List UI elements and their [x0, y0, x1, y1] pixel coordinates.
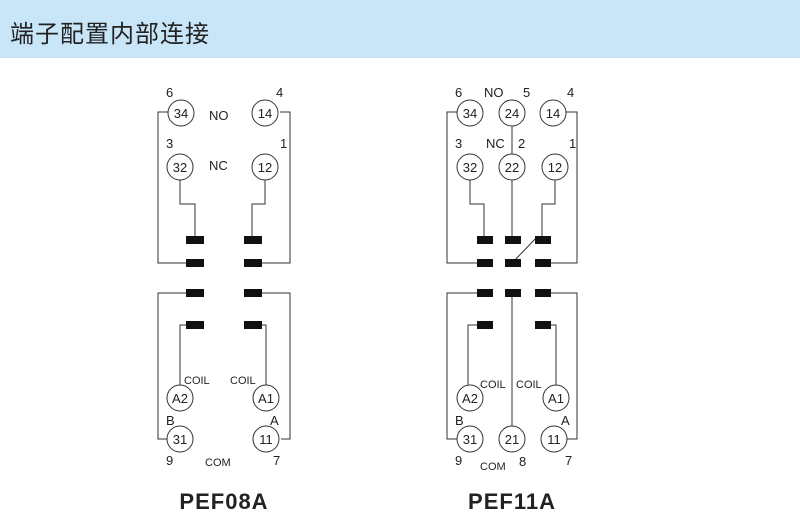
pef08a-terminal-12-label: 12: [258, 160, 272, 175]
pef11a-pin-number-4: 4: [567, 85, 574, 100]
pef08a-com-label: COM: [205, 457, 231, 469]
pef08a-terminal-a2-label: A2: [172, 391, 188, 406]
pef08a-pin-number-9: 9: [166, 453, 173, 468]
pef08a-terminal-a2: [166, 384, 194, 412]
pef11a-terminal-24-label: 24: [505, 106, 519, 121]
pef11a-coil-label-right: COIL: [516, 379, 542, 391]
section-title: 端子配置内部连接: [10, 20, 210, 48]
pef11a-terminal-34: [456, 99, 484, 127]
pef11a-pin-number-7: 7: [565, 453, 572, 468]
pef11a-letter-a: A: [561, 413, 570, 428]
pef08a-letter-a: A: [270, 413, 279, 428]
pef11a-nc-label: NC: [486, 136, 505, 151]
pef08a-terminal-31-label: 31: [173, 432, 187, 447]
pef08a-terminal-12: [251, 153, 279, 181]
section-header: 端子配置内部连接: [0, 0, 800, 58]
pef11a-pin-number-3: 3: [455, 136, 462, 151]
pef11a-terminal-21: [498, 425, 526, 453]
pef08a-model-name: PEF08A: [179, 489, 268, 514]
pef08a-coil-label-left: COIL: [184, 375, 210, 387]
pef11a-terminal-11: [540, 425, 568, 453]
pef08a-pin-number-7: 7: [273, 453, 280, 468]
pef08a-nc-label: NC: [209, 158, 228, 173]
pef11a-terminal-a2-label: A2: [462, 391, 478, 406]
pef11a-coil-label-left: COIL: [480, 379, 506, 391]
pef08a-pin-number-6: 6: [166, 85, 173, 100]
pef08a-terminal-32: [166, 153, 194, 181]
pef11a-terminal-32: [456, 153, 484, 181]
pef08a-terminal-a1-label: A1: [258, 391, 274, 406]
pef08a-terminal-34: [167, 99, 195, 127]
pef11a-pin-number-2: 2: [518, 136, 525, 151]
pef08a-terminal-11-label: 11: [259, 432, 273, 447]
pef11a-terminal-22-label: 22: [505, 160, 519, 175]
pef11a-terminal-12-label: 12: [548, 160, 562, 175]
pef11a-pin-number-1: 1: [569, 136, 576, 151]
pef11a-terminal-31-label: 31: [463, 432, 477, 447]
pef11a-terminal-34-label: 34: [463, 106, 477, 121]
pef11a-no-label: NO: [484, 85, 504, 100]
pef11a-terminal-a1-label: A1: [548, 391, 564, 406]
pef11a-diagram: 34 24 14 32 22 12 A2 A1 31 21 11 6 NO 5 …: [446, 85, 578, 514]
pef11a-contact-blocks: [477, 236, 551, 329]
pef08a-pin-number-4: 4: [276, 85, 283, 100]
pef11a-letter-b: B: [455, 413, 464, 428]
pef11a-terminal-14: [539, 99, 567, 127]
pef11a-terminal-21-label: 21: [505, 432, 519, 447]
pef11a-terminal-14-label: 14: [546, 106, 560, 121]
pef08a-terminal-11: [252, 425, 280, 453]
pef11a-terminal-32-label: 32: [463, 160, 477, 175]
pef11a-terminal-24: [498, 99, 526, 127]
pef11a-wires: [446, 111, 578, 440]
pef11a-model-name: PEF11A: [468, 489, 556, 514]
pef08a-pin-number-1: 1: [280, 136, 287, 151]
pef11a-pin-number-9: 9: [455, 453, 462, 468]
pef11a-pin-number-5: 5: [523, 85, 530, 100]
pef11a-terminal-a1: [542, 384, 570, 412]
pef11a-terminal-22: [498, 153, 526, 181]
pef11a-terminal-11-label: 11: [547, 432, 561, 447]
pef08a-terminal-14-label: 14: [258, 106, 272, 121]
pef11a-terminal-31: [456, 425, 484, 453]
pef11a-pin-number-6: 6: [455, 85, 462, 100]
pef11a-terminal-12: [541, 153, 569, 181]
pef11a-com-label: COM: [480, 461, 506, 473]
pef08a-terminal-14: [251, 99, 279, 127]
pef11a-pin-number-8: 8: [519, 454, 526, 469]
pef08a-diagram: 34 14 32 12 A2 A1 31 11 6 4 NO 3 1 NC CO…: [157, 85, 291, 514]
pef08a-terminal-a1: [252, 384, 280, 412]
pef08a-no-label: NO: [209, 108, 229, 123]
pef11a-terminal-a2: [456, 384, 484, 412]
pef08a-coil-label-right: COIL: [230, 375, 256, 387]
pef08a-letter-b: B: [166, 413, 175, 428]
pef08a-terminal-32-label: 32: [173, 160, 187, 175]
pef08a-contact-blocks: [186, 236, 262, 329]
pef08a-terminal-31: [166, 425, 194, 453]
pef08a-pin-number-3: 3: [166, 136, 173, 151]
pef08a-terminal-34-label: 34: [174, 106, 188, 121]
